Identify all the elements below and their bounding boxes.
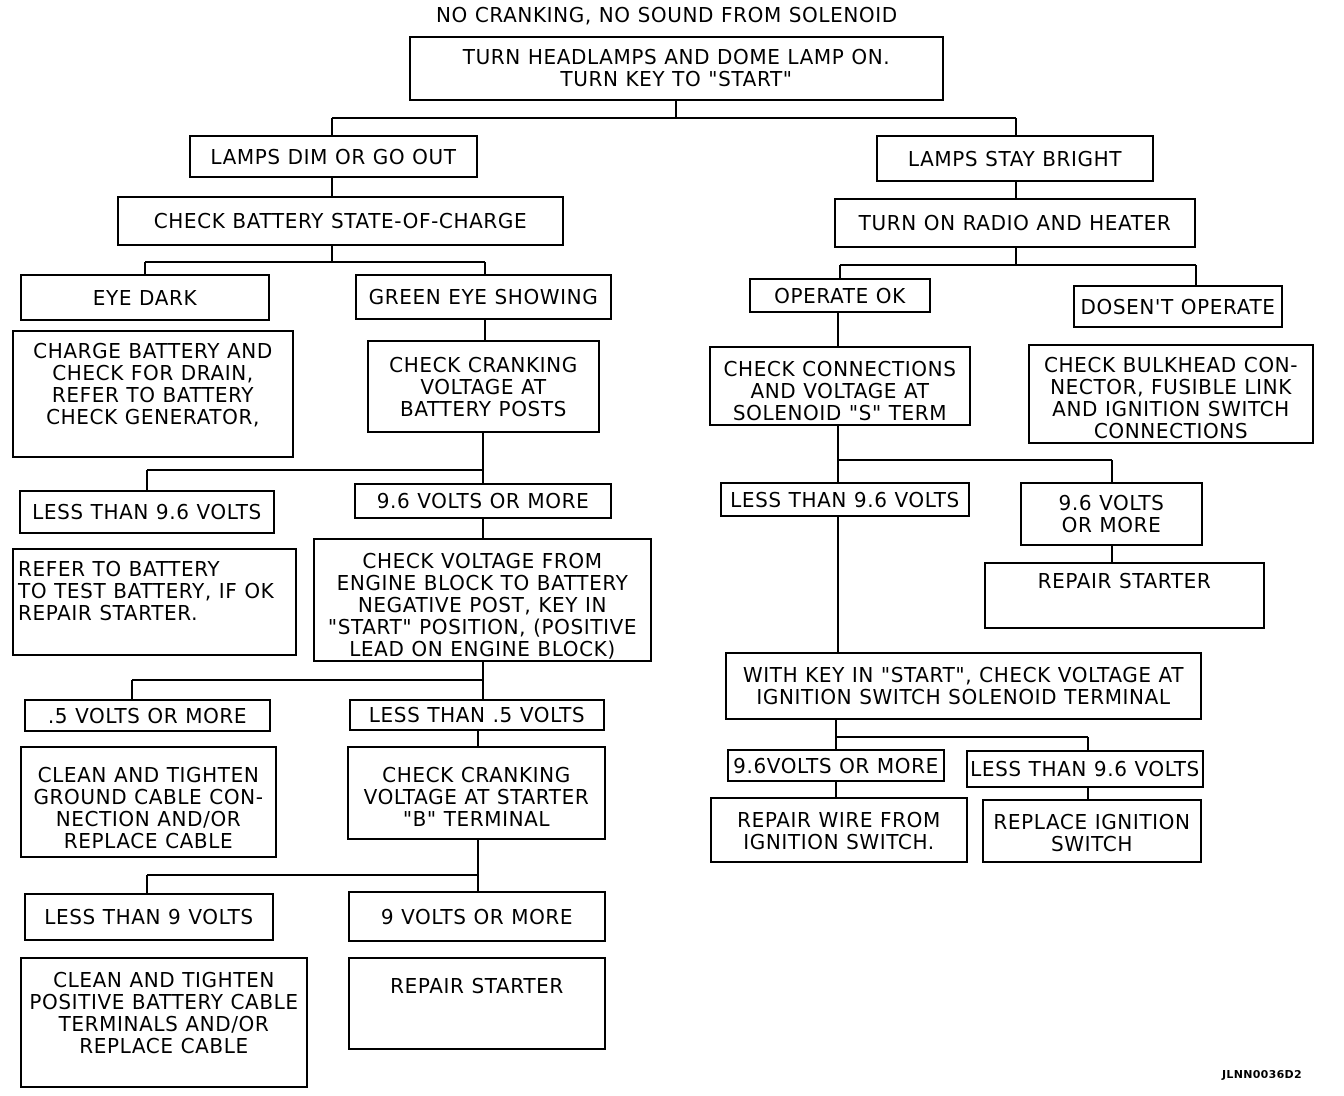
operate-ok-result: OPERATE OK: [749, 278, 931, 313]
more-96-right-result: 9.6 VOLTS OR MORE: [1020, 482, 1203, 546]
lamps-bright-result: LAMPS STAY BRIGHT: [876, 135, 1154, 182]
more-96-left-result: 9.6 VOLTS OR MORE: [354, 483, 612, 519]
start-step: TURN HEADLAMPS AND DOME LAMP ON. TURN KE…: [409, 36, 944, 101]
turn-on-radio-step: TURN ON RADIO AND HEATER: [834, 198, 1196, 248]
less-05-result: LESS THAN .5 VOLTS: [349, 699, 605, 731]
less-96-ign-result: LESS THAN 9.6 VOLTS: [966, 750, 1204, 788]
check-battery-step: CHECK BATTERY STATE-OF-CHARGE: [117, 196, 564, 246]
figure-code: JLNN0036D2: [1222, 1068, 1302, 1081]
lamps-dim-result: LAMPS DIM OR GO OUT: [189, 135, 478, 178]
charge-battery-step: CHARGE BATTERY AND CHECK FOR DRAIN, REFE…: [12, 330, 294, 458]
check-cranking-battery-step: CHECK CRANKING VOLTAGE AT BATTERY POSTS: [367, 340, 600, 433]
green-eye-result: GREEN EYE SHOWING: [355, 274, 612, 320]
chart-title: NO CRANKING, NO SOUND FROM SOLENOID: [436, 3, 898, 27]
repair-wire-step: REPAIR WIRE FROM IGNITION SWITCH.: [710, 797, 968, 863]
check-voltage-engine-step: CHECK VOLTAGE FROM ENGINE BLOCK TO BATTE…: [313, 538, 652, 662]
repair-starter-right-step: REPAIR STARTER: [984, 562, 1265, 629]
with-key-start-step: WITH KEY IN "START", CHECK VOLTAGE AT IG…: [725, 652, 1202, 720]
less-96-right-result: LESS THAN 9.6 VOLTS: [720, 482, 970, 517]
replace-ignition-step: REPLACE IGNITION SWITCH: [982, 799, 1202, 863]
repair-starter-bottom-step: REPAIR STARTER: [348, 957, 606, 1050]
check-connections-step: CHECK CONNECTIONS AND VOLTAGE AT SOLENOI…: [709, 346, 971, 426]
more-96-ign-result: 9.6VOLTS OR MORE: [727, 749, 945, 782]
less-9-result: LESS THAN 9 VOLTS: [24, 893, 274, 941]
refer-battery-step: REFER TO BATTERY TO TEST BATTERY, IF OK …: [12, 548, 297, 656]
eye-dark-result: EYE DARK: [20, 274, 270, 321]
dosent-operate-result: DOSEN'T OPERATE: [1073, 285, 1283, 328]
more-05-result: .5 VOLTS OR MORE: [24, 699, 271, 732]
less-96-left-result: LESS THAN 9.6 VOLTS: [19, 490, 275, 534]
check-bulkhead-step: CHECK BULKHEAD CON- NECTOR, FUSIBLE LINK…: [1028, 344, 1314, 444]
clean-ground-step: CLEAN AND TIGHTEN GROUND CABLE CON- NECT…: [20, 746, 277, 858]
more-9-result: 9 VOLTS OR MORE: [348, 891, 606, 942]
check-cranking-starter-step: CHECK CRANKING VOLTAGE AT STARTER "B" TE…: [347, 746, 606, 840]
clean-positive-step: CLEAN AND TIGHTEN POSITIVE BATTERY CABLE…: [20, 957, 308, 1088]
